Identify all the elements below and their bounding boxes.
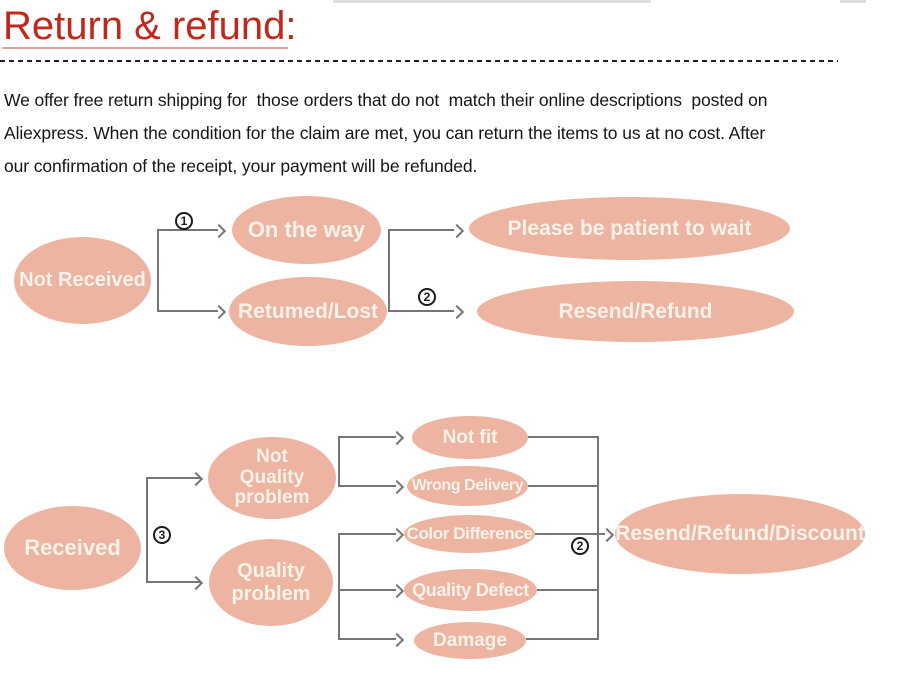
intro-line-2: Aliexpress. When the condition for the c… [4,123,766,143]
crop-artifact [333,0,651,3]
connector-line [157,310,218,312]
connector-line [388,310,454,312]
connector-line [388,229,390,312]
step-2-badge: 2 [571,537,589,555]
arrowhead-right-icon [389,527,405,543]
arrowhead-right-icon [599,527,615,543]
node-color-difference: Color Difference [404,515,535,553]
intro-line-3: our confirmation of the receipt, your pa… [4,156,478,176]
dashed-divider [0,60,838,62]
step-2-badge: 2 [418,288,436,306]
arrowhead-right-icon [389,479,405,495]
arrowhead-right-icon [211,223,227,239]
arrowhead-right-icon [449,304,465,320]
connector-line [146,477,201,479]
node-damage: Damage [414,622,526,659]
arrowhead-right-icon [389,430,405,446]
connector-line [528,485,598,487]
node-quality-defect: Quality Defect [404,569,537,611]
node-returned-lost: Retumed/Lost [229,277,387,346]
connector-line [338,436,396,438]
connector-line [338,485,396,487]
intro-line-1: We offer free return shipping for those … [4,90,768,110]
node-resend-refund: Resend/Refund [477,281,794,342]
arrowhead-right-icon [211,304,227,320]
connector-line [338,533,396,535]
connector-line [388,229,454,231]
connector-line [146,477,148,583]
page-title: Return & refund: [3,4,297,48]
step-1-badge: 1 [175,212,193,230]
node-not-fit: Not fit [412,416,528,459]
node-please-wait: Please be patient to wait [469,197,790,260]
title-underline [2,47,288,49]
node-not-quality-problem: Not Quality problem [208,437,336,519]
connector-line [338,533,340,640]
step-3-number: 3 [158,528,166,542]
node-not-received: Not Received [14,237,151,324]
arrowhead-right-icon [188,471,204,487]
connector-line [157,229,159,312]
arrowhead-right-icon [188,575,204,591]
step-2-number: 2 [423,290,431,304]
connector-line [535,533,597,535]
connector-line [528,436,598,438]
crop-artifact [840,0,866,3]
step-2-number: 2 [576,539,584,553]
connector-line [338,638,396,640]
node-on-the-way: On the way [232,196,381,264]
connector-line [599,533,605,535]
connector-line [157,229,218,231]
connector-line [338,436,340,487]
arrowhead-right-icon [389,632,405,648]
connector-line [597,436,599,640]
connector-line [537,589,597,591]
node-wrong-delivery: Wrong Delivery [407,466,528,506]
connector-line [526,638,597,640]
node-quality-problem: Quality problem [209,539,333,626]
intro-paragraph: We offer free return shipping for those … [4,84,767,183]
node-resend-refund-discount: Resend/Refund/Discount [615,494,865,574]
step-1-number: 1 [180,214,188,228]
connector-line [146,581,201,583]
connector-line [338,589,396,591]
arrowhead-right-icon [449,223,465,239]
arrowhead-right-icon [389,583,405,599]
node-received: Received [4,506,141,590]
step-3-badge: 3 [153,526,171,544]
